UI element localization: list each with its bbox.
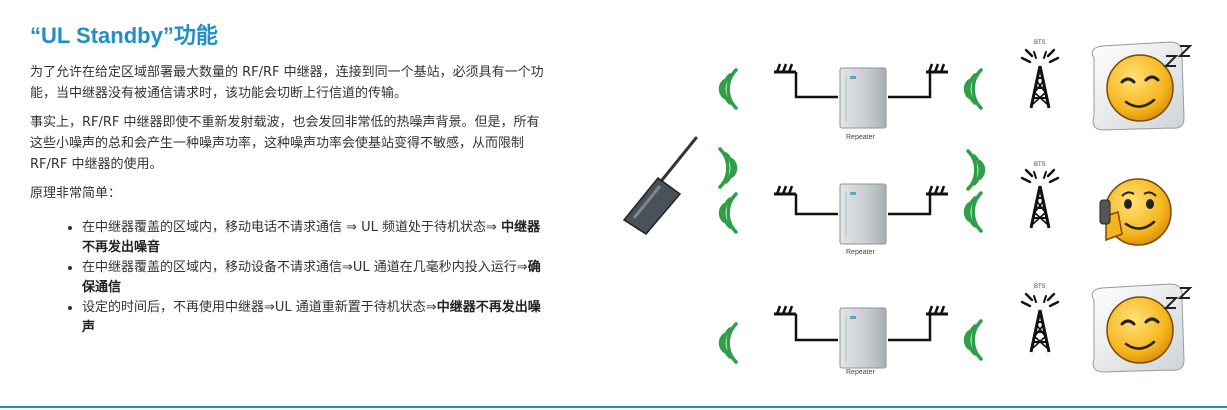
- repeater-diagram: Repeater BTS Repeater BTS: [622, 40, 1193, 376]
- paragraph-principle: 原理非常简单：: [30, 186, 122, 201]
- sleeping-face-icon: [1091, 283, 1193, 373]
- scenario-standby: Repeater BTS: [718, 40, 1193, 141]
- repeater-label: Repeater: [846, 369, 875, 376]
- signal-waves-icon: [718, 147, 738, 189]
- signal-waves-icon: [718, 192, 738, 234]
- sleeping-face-icon: [1091, 41, 1193, 131]
- antenna-icon: [772, 62, 798, 74]
- bts-tower-icon: [1020, 48, 1060, 110]
- antenna-icon: [772, 304, 798, 316]
- antenna-icon: [924, 62, 950, 74]
- repeater-label: Repeater: [846, 134, 875, 141]
- bts-label: BTS: [1034, 284, 1046, 290]
- bts-label: BTS: [1034, 40, 1046, 46]
- paragraph-intro: 为了允许在给定区域部署最大数量的 RF/RF 中继器，连接到同一个基站，必须具有…: [30, 65, 544, 101]
- antenna-icon: [772, 184, 798, 196]
- bts-tower-icon: [1020, 168, 1060, 230]
- signal-waves-icon: [963, 68, 983, 110]
- paragraph-noise: 事实上，RF/RF 中继器即使不重新发射载波，也会发回非常低的热噪声背景。但是，…: [30, 115, 540, 172]
- principle-list: 在中继器覆盖的区域内，移动电话不请求通信 ⇒ UL 频道处于待机状态⇒ 中继器不…: [30, 218, 550, 338]
- repeater-icon: [839, 307, 887, 369]
- signal-waves-icon: [963, 191, 983, 233]
- repeater-icon: [839, 67, 887, 129]
- bottom-divider: [0, 406, 1227, 408]
- text-panel: “UL Standby”功能 为了允许在给定区域部署最大数量的 RF/RF 中继…: [30, 22, 550, 338]
- scenario-active: Repeater BTS: [622, 136, 1172, 256]
- signal-waves-icon: [718, 68, 738, 110]
- list-item: 在中继器覆盖的区域内，移动电话不请求通信 ⇒ UL 频道处于待机状态⇒ 中继器不…: [82, 218, 550, 258]
- page-title: “UL Standby”功能: [30, 23, 218, 48]
- scenario-returned-standby: Repeater BTS: [718, 283, 1193, 376]
- signal-waves-icon: [718, 322, 738, 364]
- list-item: 设定的时间后，不再使用中继器⇒UL 通道重新置于待机状态⇒中继器不再发出噪声: [82, 298, 550, 338]
- antenna-icon: [924, 304, 950, 316]
- awake-face-icon: [1099, 178, 1172, 246]
- signal-waves-icon: [963, 319, 983, 361]
- mobile-radio-icon: [622, 136, 698, 235]
- bts-tower-icon: [1020, 292, 1060, 354]
- signal-waves-icon: [966, 149, 986, 191]
- repeater-icon: [839, 183, 887, 245]
- bts-label: BTS: [1034, 162, 1046, 168]
- list-item: 在中继器覆盖的区域内，移动设备不请求通信⇒UL 通道在几毫秒内投入运行⇒确保通信: [82, 258, 550, 298]
- antenna-icon: [924, 184, 950, 196]
- repeater-label: Repeater: [846, 249, 875, 256]
